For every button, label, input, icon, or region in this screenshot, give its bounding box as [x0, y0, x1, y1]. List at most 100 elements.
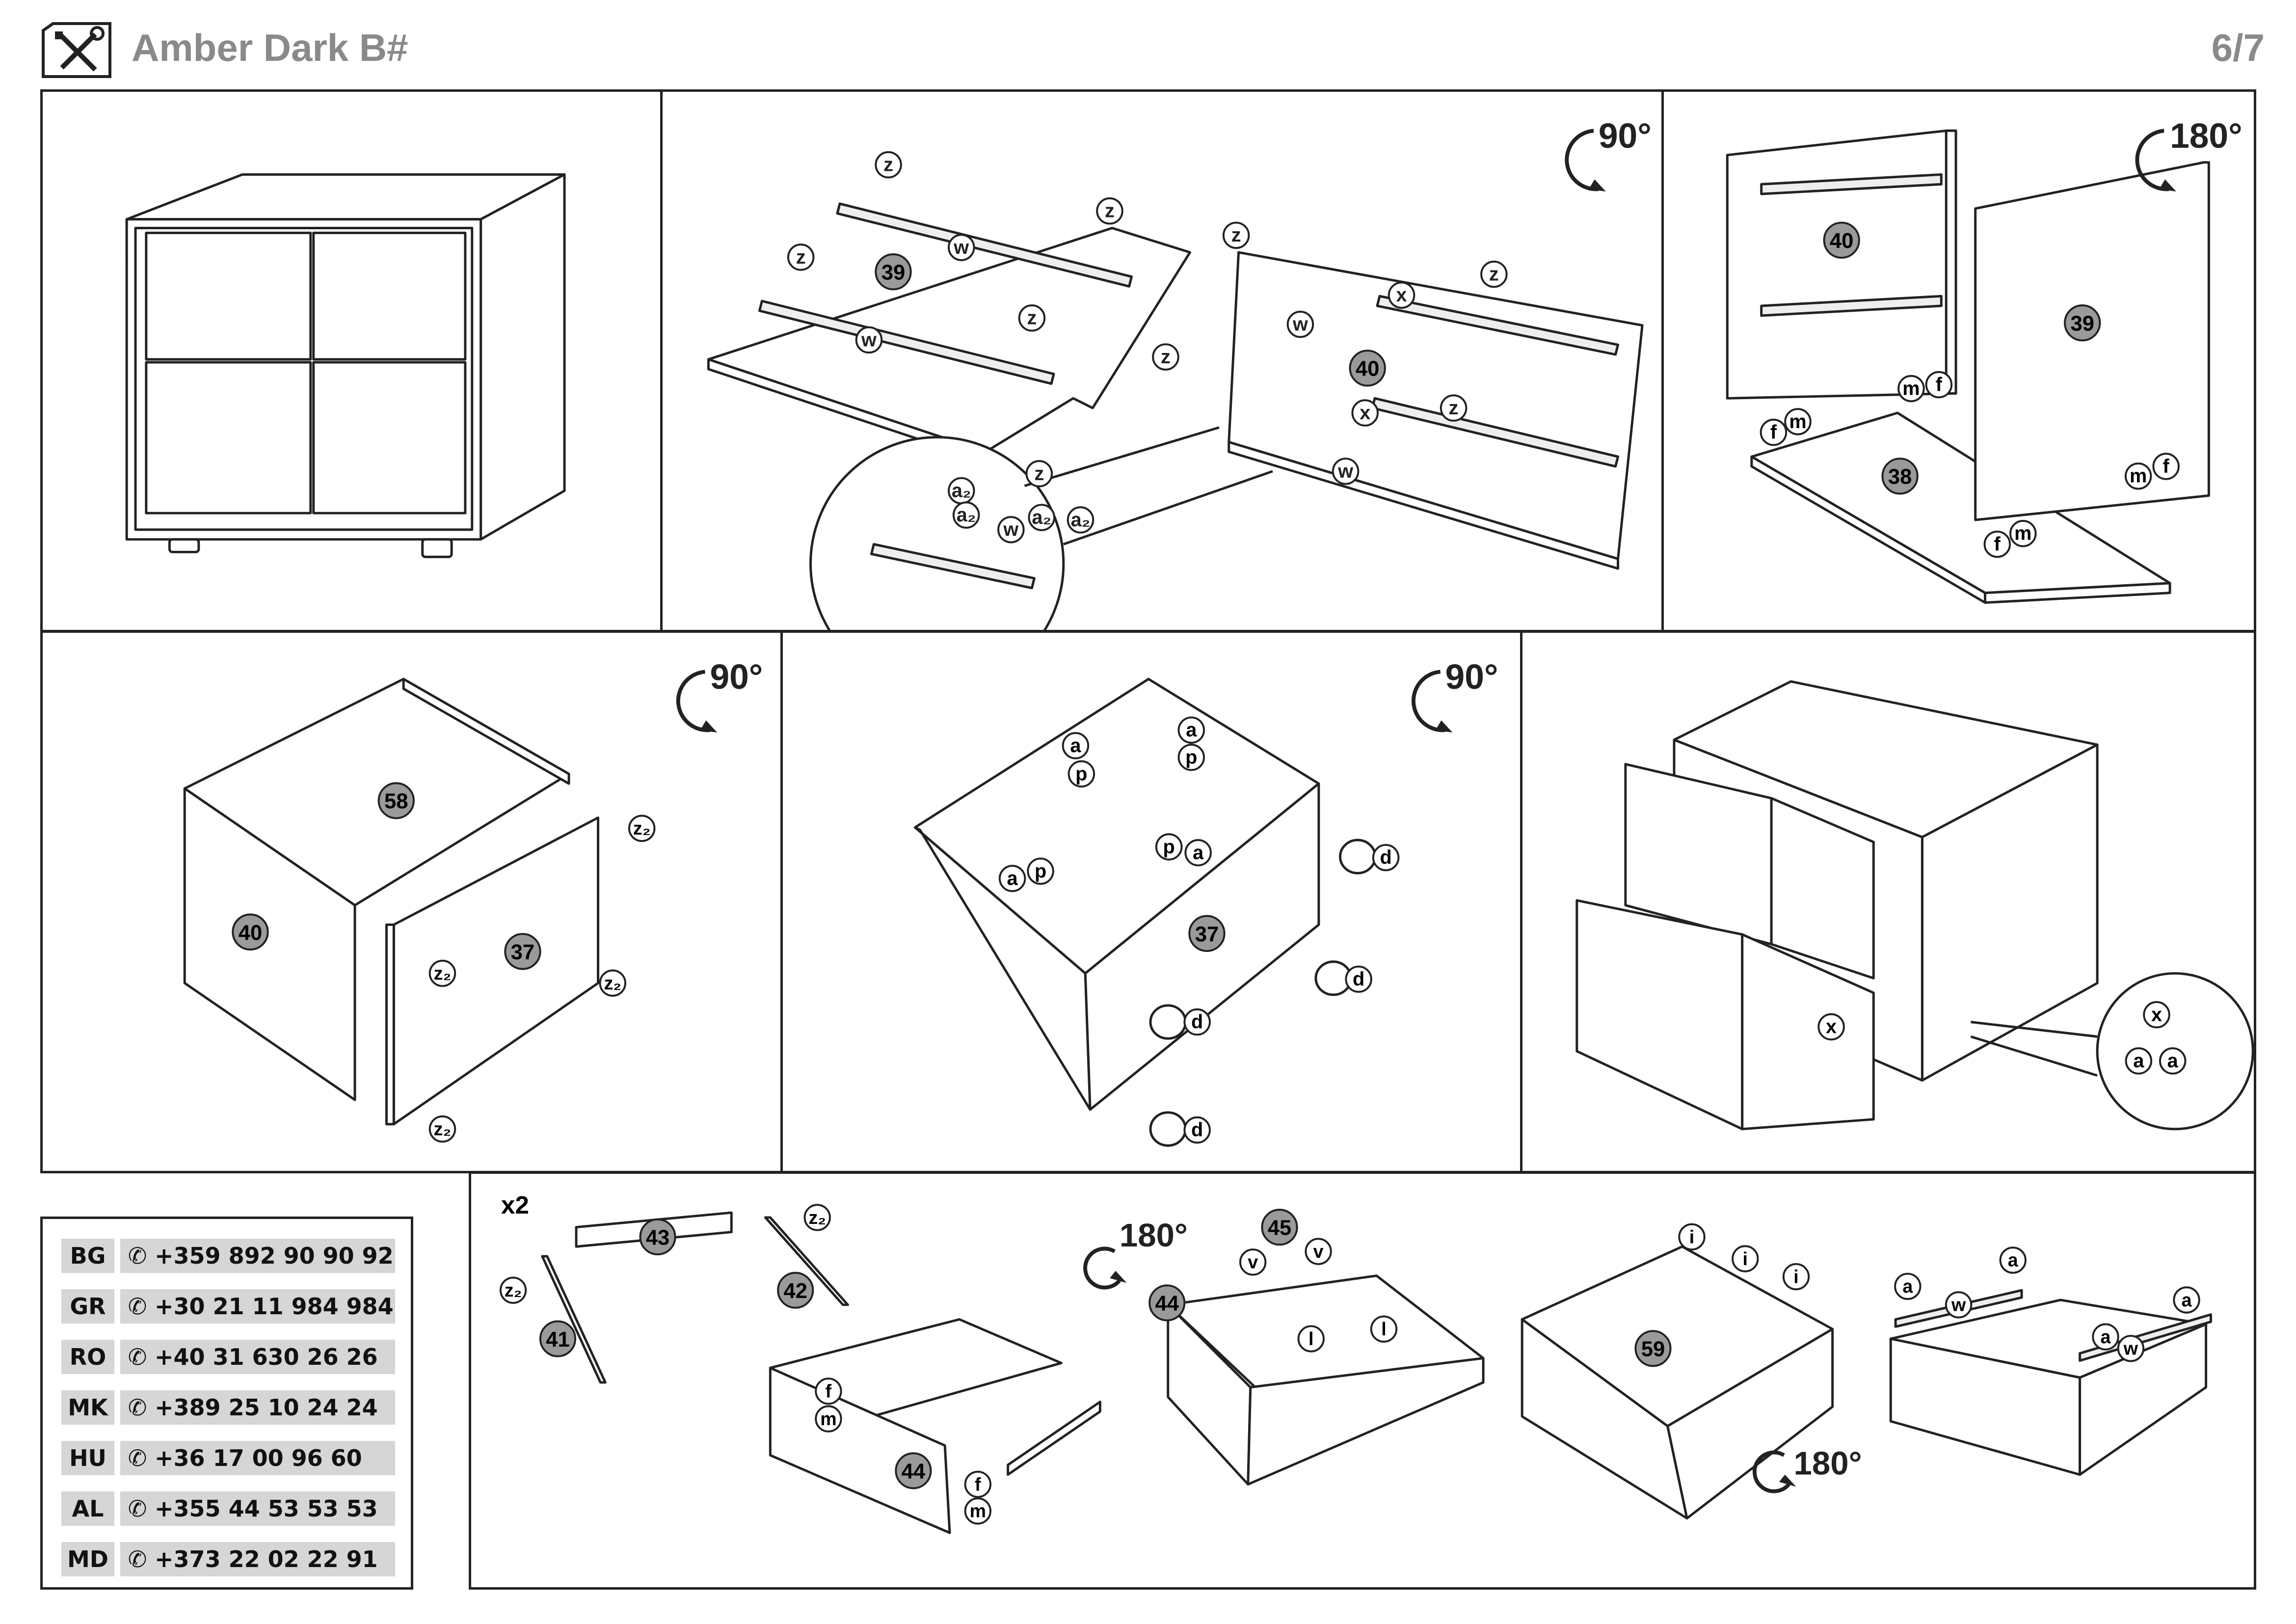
fitting-label: f [2163, 456, 2170, 477]
svg-text:39: 39 [881, 261, 906, 285]
fitting-label: a₂ [1032, 507, 1051, 528]
fitting-label: z [1027, 307, 1037, 329]
fitting-label: l [1308, 1328, 1313, 1349]
fitting-label: f [826, 1381, 832, 1402]
fitting-label: z₂ [505, 1280, 522, 1300]
step-2-panel: 90° 39 40 z z z z w w z z x w z x z w z … [660, 89, 1664, 632]
fitting-label: d [1353, 968, 1364, 990]
phone-icon: ✆ [128, 1243, 147, 1269]
phone-number: +389 25 10 24 24 [155, 1394, 378, 1421]
fitting-label: v [1248, 1252, 1258, 1272]
fitting-label: w [1951, 1295, 1966, 1315]
part-badge-label: 44 [1155, 1292, 1179, 1316]
part-badge [1261, 1209, 1298, 1246]
part-badge [777, 1272, 814, 1309]
page-number: 6/7 [2211, 26, 2265, 69]
fitting-label: z [1161, 346, 1171, 368]
part-badge-label: 37 [511, 941, 534, 964]
fitting-label: p [1035, 860, 1046, 882]
fitting-label: z₂ [434, 1119, 452, 1139]
tools-icon [42, 22, 111, 78]
fitting-label: i [1689, 1226, 1694, 1247]
quantity-multiplier: x2 [501, 1191, 529, 1219]
contact-row: HU ✆+36 17 00 96 60 [61, 1441, 395, 1475]
fitting-label: p [1075, 763, 1087, 785]
fitting-label: a₂ [957, 504, 976, 526]
fitting-label: x [1360, 402, 1370, 424]
part-badge-label: 40 [239, 921, 263, 945]
fitting-label: a [2133, 1050, 2144, 1072]
step-1-panel [40, 89, 663, 632]
part-badge [1823, 221, 1860, 259]
fitting-label: d [1380, 847, 1392, 868]
part-badge [639, 1218, 676, 1256]
contact-row: GR ✆ +30 21 11 984 984 [61, 1289, 395, 1324]
fitting-label: a [1186, 719, 1197, 741]
part-badge: 39 [875, 253, 912, 291]
contact-row: BG ✆+359 892 90 90 92 [61, 1239, 395, 1273]
fitting-label: x [1396, 284, 1407, 306]
fitting-label: m [1902, 378, 1920, 399]
part-badge [539, 1320, 577, 1357]
fitting-label: a₂ [1071, 509, 1091, 531]
phone-number: +30 21 11 984 984 [155, 1293, 394, 1320]
part-badge-label: 43 [646, 1226, 669, 1249]
fitting-label: z [1489, 263, 1499, 285]
fitting-label: a [1193, 842, 1204, 864]
step-4-panel: 90° 58 40 37 z₂ z₂ z₂ z₂ [40, 630, 783, 1173]
part-badge [895, 1452, 932, 1489]
fitting-label: a [2167, 1050, 2179, 1072]
fitting-label: f [975, 1474, 981, 1494]
part-badge [232, 913, 269, 951]
document-title: Amber Dark B# [132, 26, 408, 69]
part-badge [504, 933, 541, 970]
country-code: MD [61, 1542, 114, 1576]
part-badge [1881, 458, 1919, 495]
phone-number: +359 892 90 90 92 [155, 1243, 394, 1269]
rotate-90-icon [1565, 129, 1606, 192]
phone-icon: ✆ [128, 1344, 147, 1370]
fitting-label: z [1449, 397, 1459, 419]
rotate-90-icon [1411, 670, 1453, 733]
fitting-label: f [1770, 422, 1777, 443]
part-badge-label: 59 [1641, 1338, 1665, 1361]
fitting-label: m [970, 1501, 986, 1521]
fitting-label: z₂ [808, 1207, 826, 1228]
fitting-label: w [1337, 460, 1353, 482]
phone-icon: ✆ [128, 1495, 147, 1522]
fitting-label: i [1743, 1248, 1748, 1269]
country-code: GR [61, 1289, 114, 1324]
contact-phone-list: BG ✆+359 892 90 90 92 GR ✆+30 21 11 984 … [40, 1217, 413, 1590]
part-badge-label: 42 [784, 1279, 807, 1303]
rotate-180-icon [1752, 1450, 1796, 1493]
phone-number: +373 22 02 22 91 [155, 1546, 378, 1572]
contact-row: RO ✆+40 31 630 26 26 [61, 1340, 395, 1374]
side-panels-assembly-illustration: 180° 40 39 38 m f f m m f f m [1726, 116, 2243, 604]
part-badge-label: 41 [546, 1328, 569, 1352]
fitting-label: m [820, 1408, 836, 1429]
phone-icon: ✆ [128, 1293, 147, 1320]
fitting-label: z₂ [633, 818, 651, 839]
fitting-label: i [1793, 1266, 1798, 1287]
rotation-label: 180° [2170, 116, 2243, 156]
rotation-label: 90° [710, 657, 763, 697]
runner-mounting-illustration: 90° 39 40 z z z z w w z z x w z x z w z … [707, 116, 1652, 630]
part-badge-label: 45 [1268, 1217, 1291, 1240]
feet-mounting-illustration: 90° 37 a p a p a p p a d d d d [913, 657, 1498, 1147]
contact-row: MD ✆+373 22 02 22 91 [61, 1542, 395, 1576]
fitting-label: a [2008, 1250, 2019, 1271]
rotate-180-icon [1083, 1246, 1127, 1290]
part-badge-label: 38 [1888, 465, 1912, 489]
rotation-label: 90° [1599, 116, 1652, 156]
fitting-label: d [1191, 1011, 1203, 1033]
part-badge [1188, 915, 1226, 952]
rotation-label: 180° [1120, 1217, 1188, 1254]
fitting-label: w [953, 237, 969, 258]
part-badge-label: 37 [1195, 922, 1219, 946]
rotate-90-icon [676, 670, 718, 733]
fitting-label: l [1381, 1319, 1386, 1339]
phone-icon: ✆ [128, 1394, 147, 1421]
contact-row: AL ✆+355 44 53 53 53 [61, 1491, 395, 1526]
country-code: HU [61, 1441, 114, 1475]
fitting-label: z₂ [434, 963, 452, 984]
